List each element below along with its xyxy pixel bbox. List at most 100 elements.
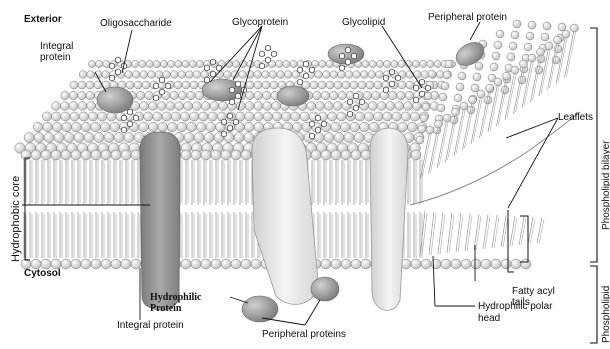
lipid-head xyxy=(262,81,270,89)
lipid-head xyxy=(142,81,150,89)
lipid-head xyxy=(104,133,114,143)
label-glycolipid: Glycolipid xyxy=(342,17,385,28)
label-peripheral-protein-top: Peripheral protein xyxy=(428,12,507,23)
lipid-head xyxy=(153,60,160,67)
lipid-head xyxy=(392,112,401,121)
label-peripheral-proteins: Peripheral proteins xyxy=(262,329,346,340)
lipid-head xyxy=(160,60,167,67)
lipid-head xyxy=(319,60,326,67)
lipid-head xyxy=(78,102,87,111)
lipid-head xyxy=(254,102,263,111)
lipid-head xyxy=(383,112,392,121)
lipid-head xyxy=(144,112,153,121)
lipid-head xyxy=(421,71,429,79)
lipid-head xyxy=(331,259,341,269)
lipid-head xyxy=(340,122,350,132)
label-leaflets: Leaflets xyxy=(558,112,593,123)
lipid-head xyxy=(31,150,41,160)
label-integral-protein-top-2: protein xyxy=(40,52,71,63)
lipid-head xyxy=(64,133,74,143)
lipid-head xyxy=(374,112,383,121)
label-fatty-acyl-1: Fatty acyl xyxy=(512,286,555,297)
lipid-head xyxy=(186,71,194,79)
lipid-head xyxy=(52,122,62,132)
lipid-head xyxy=(473,73,481,81)
fatty-acyl-tails-upper xyxy=(24,160,422,205)
lipid-head xyxy=(206,122,216,132)
lipid-head xyxy=(219,102,228,111)
lipid-head xyxy=(562,30,570,38)
lipid-head xyxy=(100,122,110,132)
lipid-head xyxy=(376,71,384,79)
lipid-head xyxy=(272,112,281,121)
lipid-head xyxy=(374,81,382,89)
lipid-head xyxy=(411,150,421,160)
lipid-head xyxy=(125,71,133,79)
lipid-head xyxy=(363,91,371,99)
lipid-head xyxy=(491,259,501,269)
lipid-head xyxy=(391,60,398,67)
lipid-head xyxy=(124,133,134,143)
lipid-head xyxy=(461,259,471,269)
lipid-head xyxy=(338,71,346,79)
lipid-head xyxy=(190,112,199,121)
lipid-head xyxy=(541,33,549,41)
lipid-head xyxy=(194,133,204,143)
lipid-head xyxy=(528,21,536,29)
lipid-head xyxy=(270,81,278,89)
lipid-head xyxy=(377,102,386,111)
lipid-head xyxy=(41,150,51,160)
lipid-head xyxy=(398,81,406,89)
lipid-head xyxy=(406,81,414,89)
lipid-head xyxy=(386,102,395,111)
peripheral-protein-bottom-2 xyxy=(311,277,339,301)
lipid-head xyxy=(526,32,534,40)
lipid-head xyxy=(210,102,219,111)
label-hydrophilic-polar-2: head xyxy=(478,313,500,324)
lipid-head xyxy=(284,71,292,79)
lipid-head xyxy=(78,81,86,89)
lipid-head xyxy=(434,60,441,67)
lipid-head xyxy=(193,71,201,79)
lipid-head xyxy=(61,112,70,121)
lipid-head xyxy=(420,60,427,67)
lipid-head xyxy=(358,81,366,89)
lipid-head xyxy=(126,81,134,89)
lipid-head xyxy=(114,133,124,143)
lipid-head xyxy=(51,150,61,160)
lipid-head xyxy=(312,60,319,67)
lipid-head xyxy=(34,133,44,143)
lipid-head xyxy=(232,60,239,67)
lipid-head xyxy=(291,112,300,121)
lipid-head xyxy=(70,112,79,121)
lipid-head xyxy=(168,122,178,132)
lipid-head xyxy=(460,102,468,110)
lipid-head xyxy=(313,91,321,99)
lipid-head xyxy=(501,259,511,269)
lipid-head xyxy=(422,103,430,111)
lipid-head xyxy=(353,71,361,79)
label-hydrophilic-protein-2: Protein xyxy=(150,304,181,314)
lipid-head xyxy=(543,22,551,30)
lipid-head xyxy=(94,133,104,143)
lipid-head xyxy=(334,133,344,143)
lipid-head xyxy=(71,150,81,160)
lipid-head xyxy=(481,259,491,269)
lipid-head xyxy=(199,112,208,121)
lipid-head xyxy=(192,102,201,111)
lipid-head xyxy=(494,78,502,86)
phospholipid-bracket xyxy=(590,266,597,343)
lipid-head xyxy=(187,91,195,99)
lipid-head xyxy=(131,259,141,269)
lipid-head xyxy=(342,81,350,89)
lipid-head xyxy=(511,31,519,39)
lipid-head xyxy=(84,133,94,143)
lipid-head xyxy=(234,133,244,143)
lipid-head xyxy=(360,122,370,132)
lipid-head xyxy=(521,259,531,269)
lipid-head xyxy=(292,122,302,132)
lipid-head xyxy=(102,71,110,79)
lipid-head xyxy=(246,91,254,99)
lipid-head xyxy=(184,133,194,143)
